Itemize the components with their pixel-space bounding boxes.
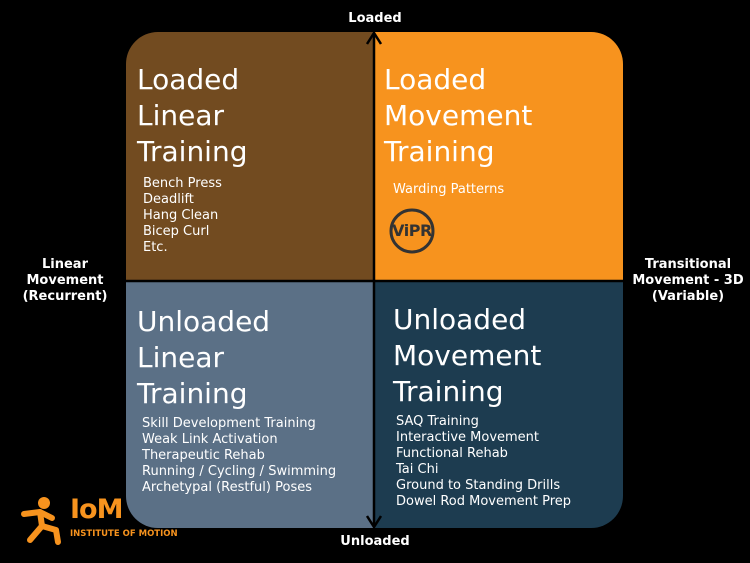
arrow-left-icon — [111, 272, 126, 290]
list-item: Etc. — [143, 240, 168, 255]
iom-logo: IoM INSTITUTE OF MOTION — [18, 494, 178, 550]
title-line: Loaded — [384, 63, 487, 96]
title-line: Loaded — [137, 63, 240, 96]
logo-name: IoM — [70, 494, 123, 525]
title-line: Movement — [384, 99, 533, 132]
list-item: Skill Development Training — [142, 416, 316, 431]
list-item: Warding Patterns — [393, 182, 505, 197]
list-item: Hang Clean — [143, 208, 219, 223]
quadrant-unloaded-movement: Unloaded Movement Training SAQ Training … — [375, 282, 623, 528]
axis-label-left: Linear Movement (Recurrent) — [10, 257, 120, 305]
logo-subtitle: INSTITUTE OF MOTION — [70, 529, 178, 539]
title-line: Training — [137, 377, 248, 410]
list-item: Weak Link Activation — [142, 432, 278, 447]
quadrant-title: Unloaded Movement Training — [393, 302, 541, 410]
list-item: Dowel Rod Movement Prep — [396, 494, 572, 509]
title-line: Linear — [137, 341, 225, 374]
axis-label-line: Transitional — [644, 257, 732, 272]
title-line: Unloaded — [393, 303, 527, 336]
axis-label-line: (Variable) — [651, 289, 725, 304]
axis-label-top: Loaded — [348, 11, 402, 26]
list-item: Running / Cycling / Swimming — [142, 464, 337, 479]
running-figure-icon — [21, 497, 61, 545]
quadrant-loaded-movement: Loaded Movement Training Warding Pattern… — [375, 32, 623, 280]
vipr-badge-text: ViPR — [392, 221, 432, 240]
quadrant-title: Unloaded Linear Training — [137, 304, 270, 412]
title-line: Movement — [393, 339, 542, 372]
title-line: Training — [393, 375, 504, 408]
exercise-list: Skill Development Training Weak Link Act… — [142, 416, 336, 496]
title-line: Training — [137, 135, 248, 168]
arrow-right-icon — [624, 272, 639, 290]
arrow-down-icon — [365, 515, 383, 530]
list-item: Deadlift — [143, 192, 194, 207]
list-item: Interactive Movement — [396, 430, 540, 445]
title-line: Unloaded — [137, 305, 271, 338]
title-line: Linear — [137, 99, 225, 132]
list-item: Therapeutic Rehab — [142, 448, 265, 463]
quadrant-loaded-linear: Loaded Linear Training Bench Press Deadl… — [126, 32, 373, 280]
list-item: Bicep Curl — [143, 224, 210, 239]
quadrant-title: Loaded Linear Training — [137, 62, 247, 170]
title-line: Training — [384, 135, 495, 168]
exercise-list: Warding Patterns — [393, 182, 504, 198]
axis-label-right: Transitional Movement - 3D (Variable) — [628, 257, 748, 305]
axis-label-line: (Recurrent) — [22, 289, 108, 304]
arrow-up-icon — [365, 30, 383, 45]
axis-label-line: Linear — [42, 257, 88, 272]
exercise-list: SAQ Training Interactive Movement Functi… — [396, 414, 571, 510]
list-item: Archetypal (Restful) Poses — [142, 480, 312, 495]
exercise-list: Bench Press Deadlift Hang Clean Bicep Cu… — [143, 176, 222, 256]
list-item: Tai Chi — [396, 462, 439, 477]
list-item: Ground to Standing Drills — [396, 478, 561, 493]
list-item: Bench Press — [143, 176, 222, 191]
list-item: SAQ Training — [396, 414, 479, 429]
axis-label-line: Movement — [26, 273, 104, 288]
list-item: Functional Rehab — [396, 446, 508, 461]
quadrant-unloaded-linear: Unloaded Linear Training Skill Developme… — [126, 282, 373, 528]
quadrant-title: Loaded Movement Training — [384, 62, 532, 170]
vipr-logo-icon: ViPR — [387, 206, 437, 256]
axis-label-bottom: Unloaded — [340, 534, 410, 549]
axis-label-line: Movement - 3D — [632, 273, 744, 288]
